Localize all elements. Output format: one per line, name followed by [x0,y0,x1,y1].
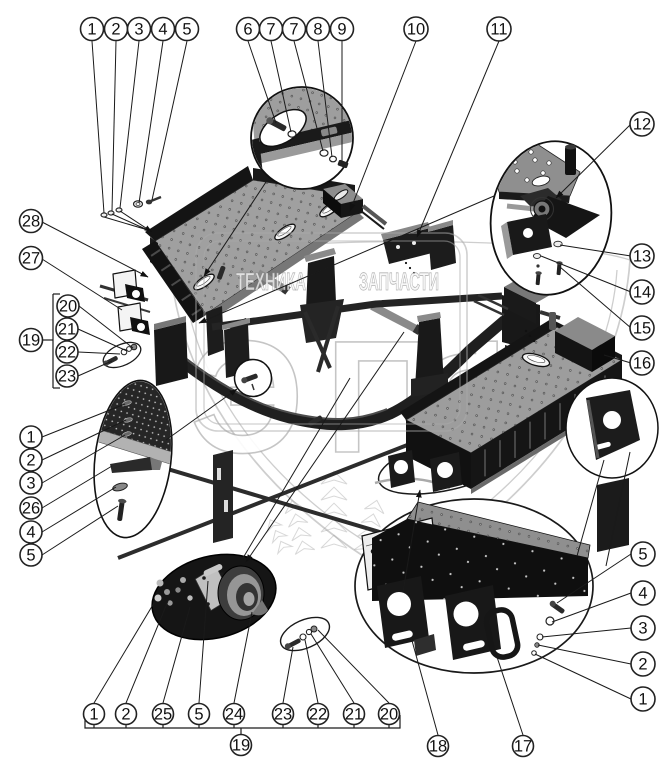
svg-text:26: 26 [22,500,40,518]
svg-text:1: 1 [89,706,98,724]
svg-text:1: 1 [87,21,96,39]
svg-text:5: 5 [26,547,35,565]
svg-text:1: 1 [638,691,647,709]
svg-text:20: 20 [59,298,77,316]
svg-text:28: 28 [22,213,40,231]
svg-text:7: 7 [266,21,275,39]
svg-text:2: 2 [26,452,35,470]
svg-text:ЗАПЧАСТИ: ЗАПЧАСТИ [359,268,439,296]
svg-text:4: 4 [158,21,167,39]
svg-text:22: 22 [309,706,327,724]
svg-text:21: 21 [345,706,363,724]
svg-text:2: 2 [111,21,120,39]
svg-text:17: 17 [514,738,532,756]
svg-text:23: 23 [274,706,292,724]
svg-text:21: 21 [58,321,76,339]
svg-text:5: 5 [638,546,647,564]
svg-text:5: 5 [182,21,191,39]
svg-text:25: 25 [154,706,172,724]
svg-text:6: 6 [243,21,252,39]
svg-text:20: 20 [380,706,398,724]
svg-text:2: 2 [638,656,647,674]
svg-text:23: 23 [58,368,76,386]
svg-text:4: 4 [638,585,647,603]
svg-text:19: 19 [232,737,250,755]
svg-text:10: 10 [407,21,425,39]
svg-text:2: 2 [121,706,130,724]
svg-text:27: 27 [22,250,40,268]
svg-text:9: 9 [337,21,346,39]
svg-text:14: 14 [633,284,651,302]
svg-text:3: 3 [638,620,647,638]
svg-text:11: 11 [490,21,507,39]
svg-text:7: 7 [289,21,298,39]
svg-text:19: 19 [22,332,40,350]
svg-text:5: 5 [194,706,203,724]
svg-text:12: 12 [633,116,651,134]
svg-text:24: 24 [225,706,243,724]
svg-text:3: 3 [134,21,143,39]
svg-text:22: 22 [58,344,76,362]
svg-text:3: 3 [26,475,35,493]
svg-text:13: 13 [633,248,651,266]
svg-text:4: 4 [26,524,35,542]
svg-text:8: 8 [313,21,322,39]
svg-text:1: 1 [26,429,35,447]
svg-text:16: 16 [633,355,651,373]
svg-text:15: 15 [633,320,651,338]
svg-text:18: 18 [429,738,447,756]
